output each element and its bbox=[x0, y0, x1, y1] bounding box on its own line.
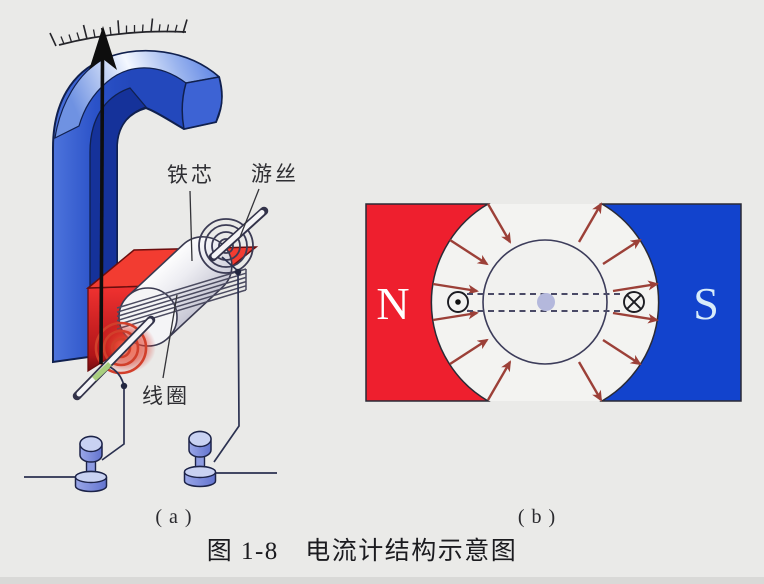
wire-spring-to-junction-right bbox=[221, 256, 239, 272]
north-pole-block bbox=[365, 203, 491, 402]
south-pole-letter: S bbox=[693, 278, 719, 329]
current-in-symbol bbox=[623, 291, 645, 313]
pointer-needle bbox=[89, 26, 117, 365]
axle-green-band bbox=[92, 361, 112, 382]
front-spring-rings bbox=[94, 321, 148, 375]
panel-b-field-diagram: N S ( b ) bbox=[365, 202, 742, 528]
hairspring-label: 游丝 bbox=[251, 162, 299, 186]
callouts: 铁芯 游丝 线圈 bbox=[142, 162, 299, 408]
magnet-cut-face bbox=[181, 76, 223, 130]
field-arrows-north bbox=[432, 203, 512, 401]
coil-leader bbox=[162, 294, 178, 379]
field-arrows-south bbox=[577, 202, 659, 402]
south-pole-block bbox=[599, 203, 742, 402]
wire-junction-dot-left bbox=[120, 382, 128, 390]
hairspring-leader bbox=[239, 188, 260, 238]
panel-a-label: ( a ) bbox=[155, 506, 192, 528]
front-axle bbox=[76, 318, 153, 397]
pointer-arrowhead-icon bbox=[89, 26, 117, 70]
coil-label: 线圈 bbox=[142, 384, 190, 408]
iron-core-leader bbox=[189, 190, 193, 262]
rear-shaft bbox=[211, 210, 265, 259]
page-bottom-edge bbox=[0, 577, 764, 584]
magnet-top-surface bbox=[54, 50, 221, 140]
coil-windings bbox=[116, 268, 247, 330]
figure-caption: 图 1-8 电流计结构示意图 bbox=[207, 537, 518, 565]
panel-b-label: ( b ) bbox=[518, 506, 556, 528]
lead-wires bbox=[24, 256, 277, 478]
rear-hairspring bbox=[198, 206, 269, 274]
scale-baseline bbox=[58, 30, 187, 46]
axle-cross-section-dot bbox=[537, 293, 555, 311]
current-out-symbol bbox=[447, 291, 469, 313]
scale-major-ticks bbox=[49, 18, 188, 47]
iron-core-label: 铁芯 bbox=[167, 163, 215, 187]
front-hairspring-axle bbox=[72, 315, 156, 401]
wire-left bbox=[101, 386, 125, 461]
wire-junction-dot-right bbox=[234, 268, 242, 276]
north-pole-letter: N bbox=[376, 278, 409, 329]
wire-right bbox=[213, 271, 240, 463]
panel-a-galvanometer: 铁芯 游丝 线圈 ( a ) bbox=[24, 18, 299, 528]
